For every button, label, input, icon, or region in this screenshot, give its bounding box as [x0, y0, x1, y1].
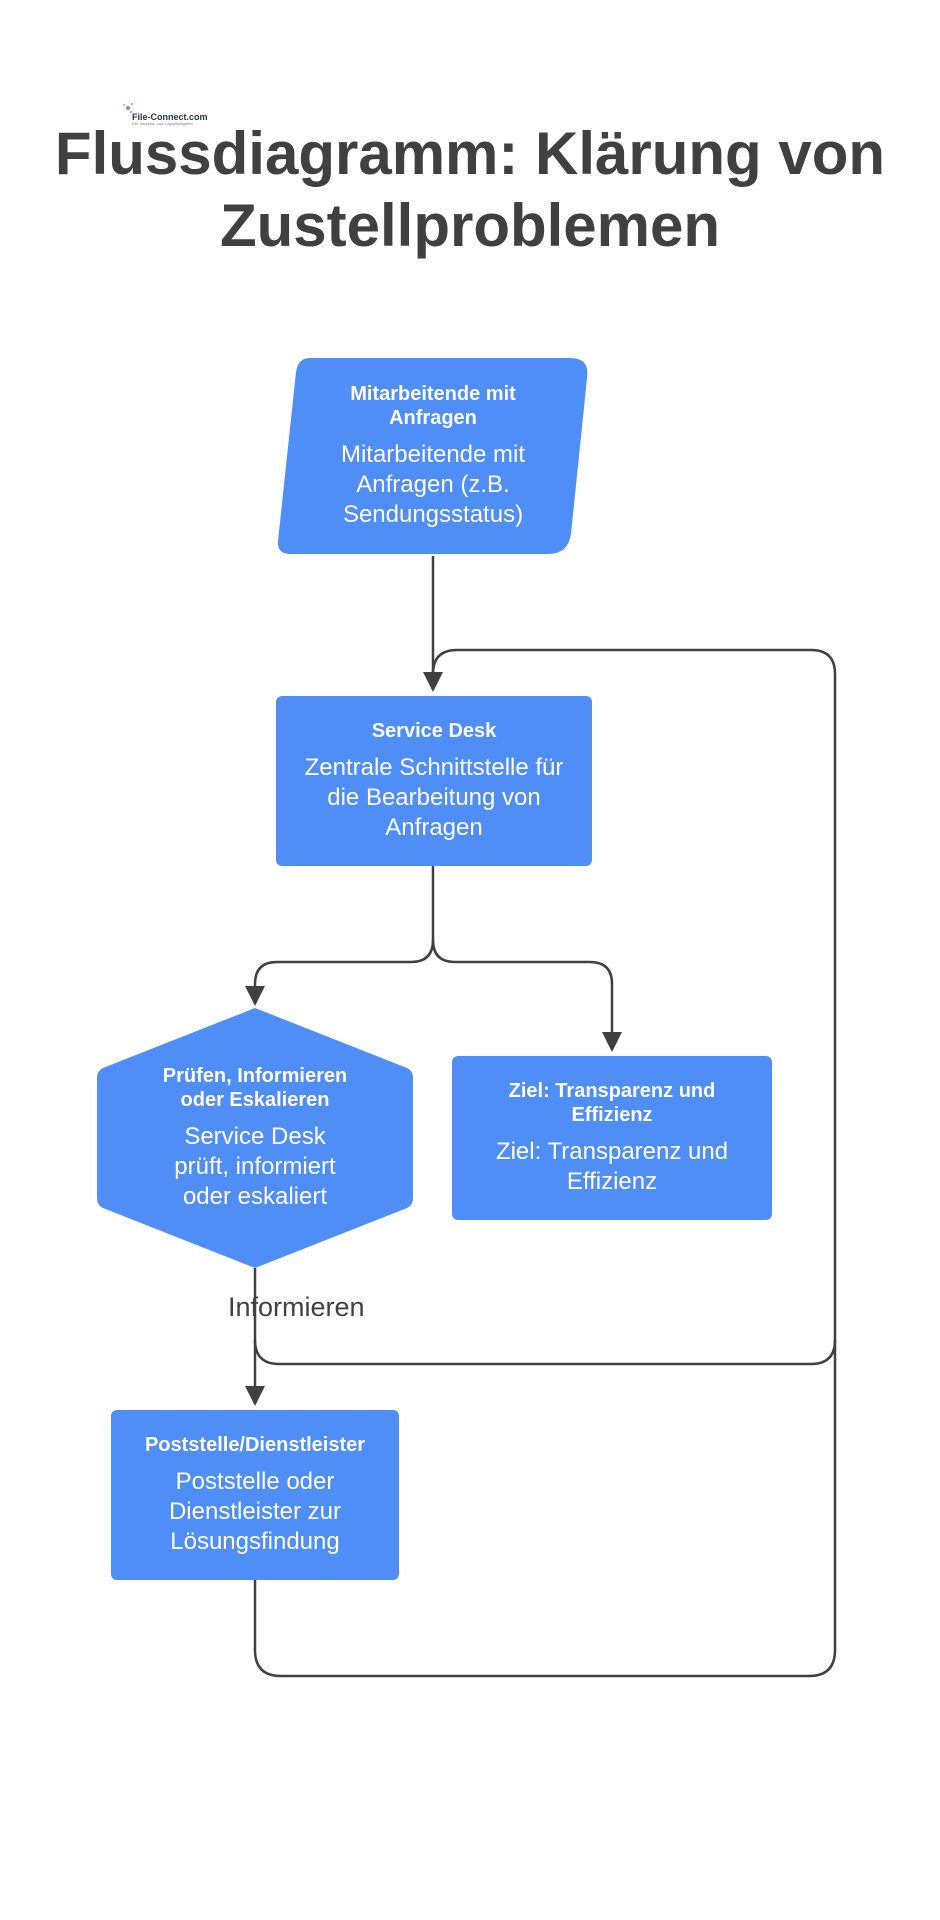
node-employees: Mitarbeitende mit Anfragen Mitarbeitende… — [300, 372, 566, 540]
logo-name: File-Connect.com — [132, 112, 208, 122]
node-check: Prüfen, Informieren oder Eskalieren Serv… — [120, 1040, 390, 1236]
node-employees-text: Mitarbeitende mit Anfragen (z.B. Sendung… — [340, 441, 526, 528]
employees-parallelogram — [277, 358, 588, 554]
node-poststelle: Poststelle/Dienstleister Poststelle oder… — [111, 1410, 399, 1580]
node-check-title: Prüfen, Informieren oder Eskalieren — [162, 1065, 348, 1111]
node-servicedesk: Service Desk Zentrale Schnittstelle für … — [276, 696, 592, 866]
logo-sparkle-icon — [123, 103, 133, 113]
check-hexagon — [97, 1008, 413, 1268]
node-goal: Ziel: Transparenz und Effizienz Ziel: Tr… — [452, 1056, 772, 1220]
node-poststelle-text: Poststelle oder Dienstleister zur Lösung… — [168, 1468, 342, 1555]
node-poststelle-title: Poststelle/Dienstleister — [144, 1434, 366, 1456]
edge-servicedesk-to-check — [245, 866, 435, 1006]
edge-label-informieren: Informieren — [228, 1292, 365, 1322]
node-employees-title: Mitarbeitende mit Anfragen — [350, 383, 516, 429]
edge-servicedesk-to-goal — [431, 939, 622, 1052]
edge-poststelle-loop-to-servicedesk — [253, 1340, 837, 1678]
logo-tagline: Der Versand- und Logistikratgeber — [132, 121, 193, 126]
node-goal-title: Ziel: Transparenz und Effizienz — [508, 1080, 716, 1126]
file-connect-logo: File-Connect.com Der Versand- und Logist… — [123, 103, 208, 128]
node-goal-text: Ziel: Transparenz und Effizienz — [495, 1138, 729, 1195]
node-servicedesk-text: Zentrale Schnittstelle für die Bearbeitu… — [304, 754, 564, 841]
poststelle-box — [111, 1410, 399, 1580]
page-title: Flussdiagramm: Klärung von Zustellproble… — [54, 120, 886, 259]
goal-box — [452, 1056, 772, 1220]
edge-check-loop-to-servicedesk — [253, 648, 837, 1366]
servicedesk-box — [276, 696, 592, 866]
node-servicedesk-title: Service Desk — [371, 720, 497, 742]
node-check-text: Service Desk prüft, informiert oder eska… — [174, 1123, 336, 1210]
